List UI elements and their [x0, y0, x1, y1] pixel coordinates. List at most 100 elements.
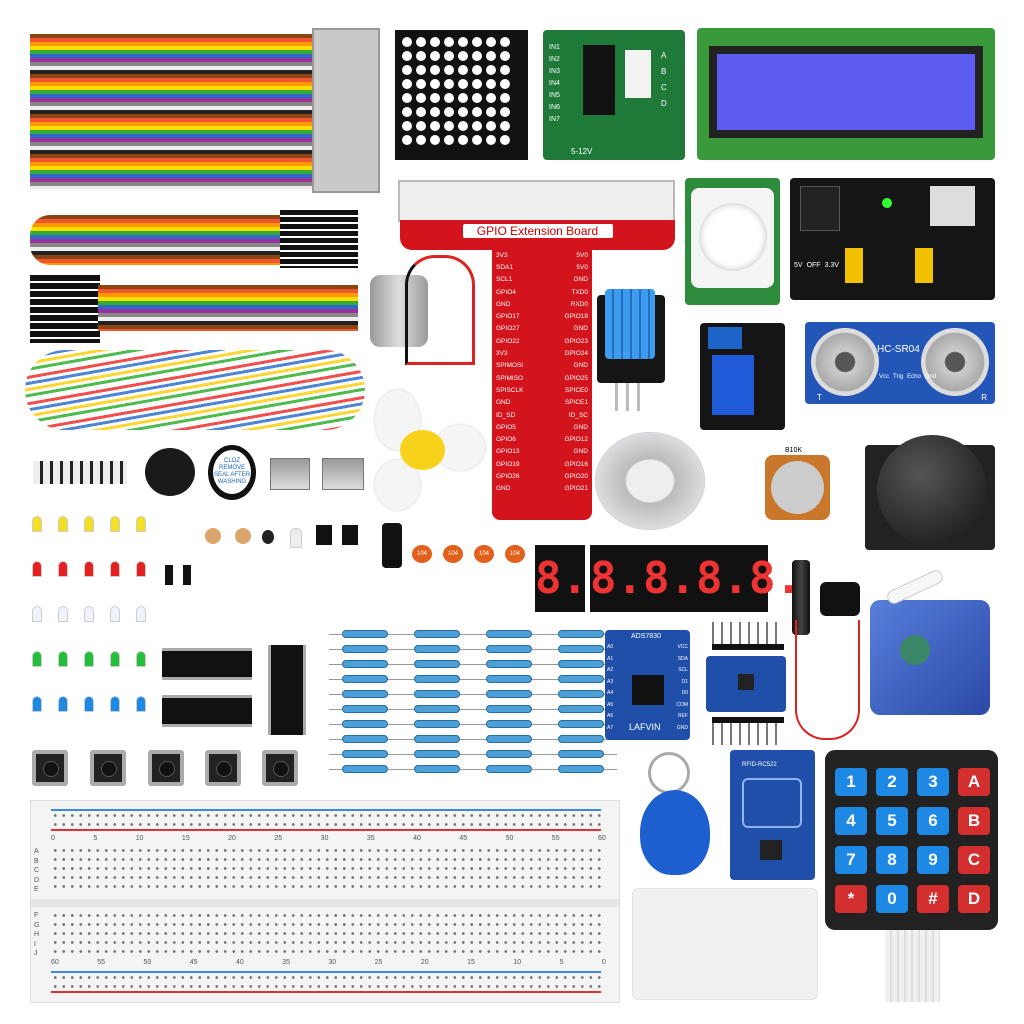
led: [32, 606, 42, 622]
push-button[interactable]: [148, 750, 184, 786]
usb-port: [930, 186, 975, 226]
gpio-pin-label: SPICE0: [564, 386, 588, 394]
rfid-model: RFID-RC522: [742, 762, 777, 768]
four-digit-7-segment: 8.8.8.8.: [590, 545, 802, 612]
adc-pin-label: A4: [607, 690, 614, 696]
adc-pin-label: A0: [607, 644, 614, 650]
resistor: [401, 720, 473, 728]
input-label: IN7: [549, 116, 560, 123]
push-button[interactable]: [205, 750, 241, 786]
push-button[interactable]: [32, 750, 68, 786]
adc-pin-label: SDA: [677, 655, 688, 662]
potentiometer[interactable]: B10K: [765, 447, 830, 520]
keypad-key-9[interactable]: 9: [917, 846, 949, 874]
matrix-dot: [472, 107, 482, 117]
matrix-dot: [416, 135, 426, 145]
keypad-key-C[interactable]: C: [958, 846, 990, 874]
matrix-dot: [444, 93, 454, 103]
matrix-dot: [500, 79, 510, 89]
terminal-strip-top: [51, 846, 606, 894]
transistor: [316, 525, 332, 545]
pin-label: Echo: [907, 374, 921, 380]
column-number: 55: [97, 959, 106, 966]
resistor: [401, 750, 473, 758]
push-button[interactable]: [262, 750, 298, 786]
keypad-key-D[interactable]: D: [958, 885, 990, 913]
ribbon-connector: [312, 28, 380, 193]
header-pins: [712, 717, 784, 745]
gpio-pin-label: GPIO20: [564, 472, 588, 480]
ceramic-capacitor: 104: [474, 545, 494, 563]
gpio-pin-label: 5V0: [576, 251, 588, 259]
gpio-pin-label: GND: [573, 362, 588, 370]
gpio-pin-label: SDA1: [496, 263, 513, 271]
keypad-key-3[interactable]: 3: [917, 768, 949, 796]
joystick-module[interactable]: [865, 435, 995, 550]
column-number: 25: [274, 835, 283, 842]
matrix-dot: [430, 65, 440, 75]
keypad-key-A[interactable]: A: [958, 768, 990, 796]
keypad-key-B[interactable]: B: [958, 807, 990, 835]
dc-jack: [800, 186, 840, 231]
keypad-key-0[interactable]: 0: [876, 885, 908, 913]
pin-label: Vcc: [879, 374, 890, 380]
matrix-dot: [486, 37, 496, 47]
row-letter: F: [34, 912, 39, 919]
rfid-rc522-reader: RFID-RC522: [730, 750, 815, 880]
push-button[interactable]: [90, 750, 126, 786]
keypad-key-star[interactable]: *: [835, 885, 867, 913]
row-letter: B: [34, 857, 39, 865]
dc-barrel-plug: [792, 560, 810, 635]
matrix-dot: [444, 79, 454, 89]
keypad-key-5[interactable]: 5: [876, 807, 908, 835]
keypad-key-7[interactable]: 7: [835, 846, 867, 874]
matrix-dot: [430, 51, 440, 61]
adc-pin-label: GND: [676, 724, 688, 731]
column-number: 30: [320, 835, 329, 842]
led: [58, 696, 68, 712]
keypad-key-6[interactable]: 6: [917, 807, 949, 835]
gpio-pin-label: GND: [496, 399, 511, 407]
led: [110, 606, 120, 622]
resistor: [401, 690, 473, 698]
adc-chip: [632, 675, 664, 705]
column-number: 25: [374, 959, 383, 966]
driver-chip: [583, 45, 615, 115]
matrix-dot: [430, 121, 440, 131]
photoresistor: [235, 528, 251, 544]
gpio-pin-label: SCL1: [496, 276, 513, 284]
gpio-pin-label: GND: [496, 300, 511, 308]
resistor: [545, 735, 617, 743]
slide-switch[interactable]: [322, 458, 364, 490]
led: [110, 516, 120, 532]
keypad-key-hash[interactable]: #: [917, 885, 949, 913]
resistor: [401, 660, 473, 668]
ceramic-capacitor: 104: [443, 545, 463, 563]
input-label: IN3: [549, 68, 560, 75]
matrix-dot: [402, 37, 412, 47]
column-number: 40: [235, 959, 244, 966]
breadboard-jumper-bundle: [25, 350, 365, 430]
keypad-key-4[interactable]: 4: [835, 807, 867, 835]
matrix-dot: [444, 107, 454, 117]
column-number: 35: [366, 835, 375, 842]
matrix-dot: [458, 135, 468, 145]
adc-pin-label: COM: [676, 701, 688, 708]
gpio-pin-label: GPIO22: [496, 337, 520, 345]
matrix-dot: [444, 65, 454, 75]
column-number: 20: [420, 959, 429, 966]
keypad-key-2[interactable]: 2: [876, 768, 908, 796]
gpio-pin-label: GPIO27: [496, 325, 520, 333]
gpio-pin-label: GND: [573, 276, 588, 284]
resistor: [473, 705, 545, 713]
matrix-dot: [458, 121, 468, 131]
gpio-pin-label: SPIMOSI: [496, 362, 524, 370]
keypad-key-8[interactable]: 8: [876, 846, 908, 874]
transmitter: [811, 328, 879, 396]
keypad-key-1[interactable]: 1: [835, 768, 867, 796]
slide-switch[interactable]: [270, 458, 310, 490]
terminal-block: [708, 327, 742, 349]
